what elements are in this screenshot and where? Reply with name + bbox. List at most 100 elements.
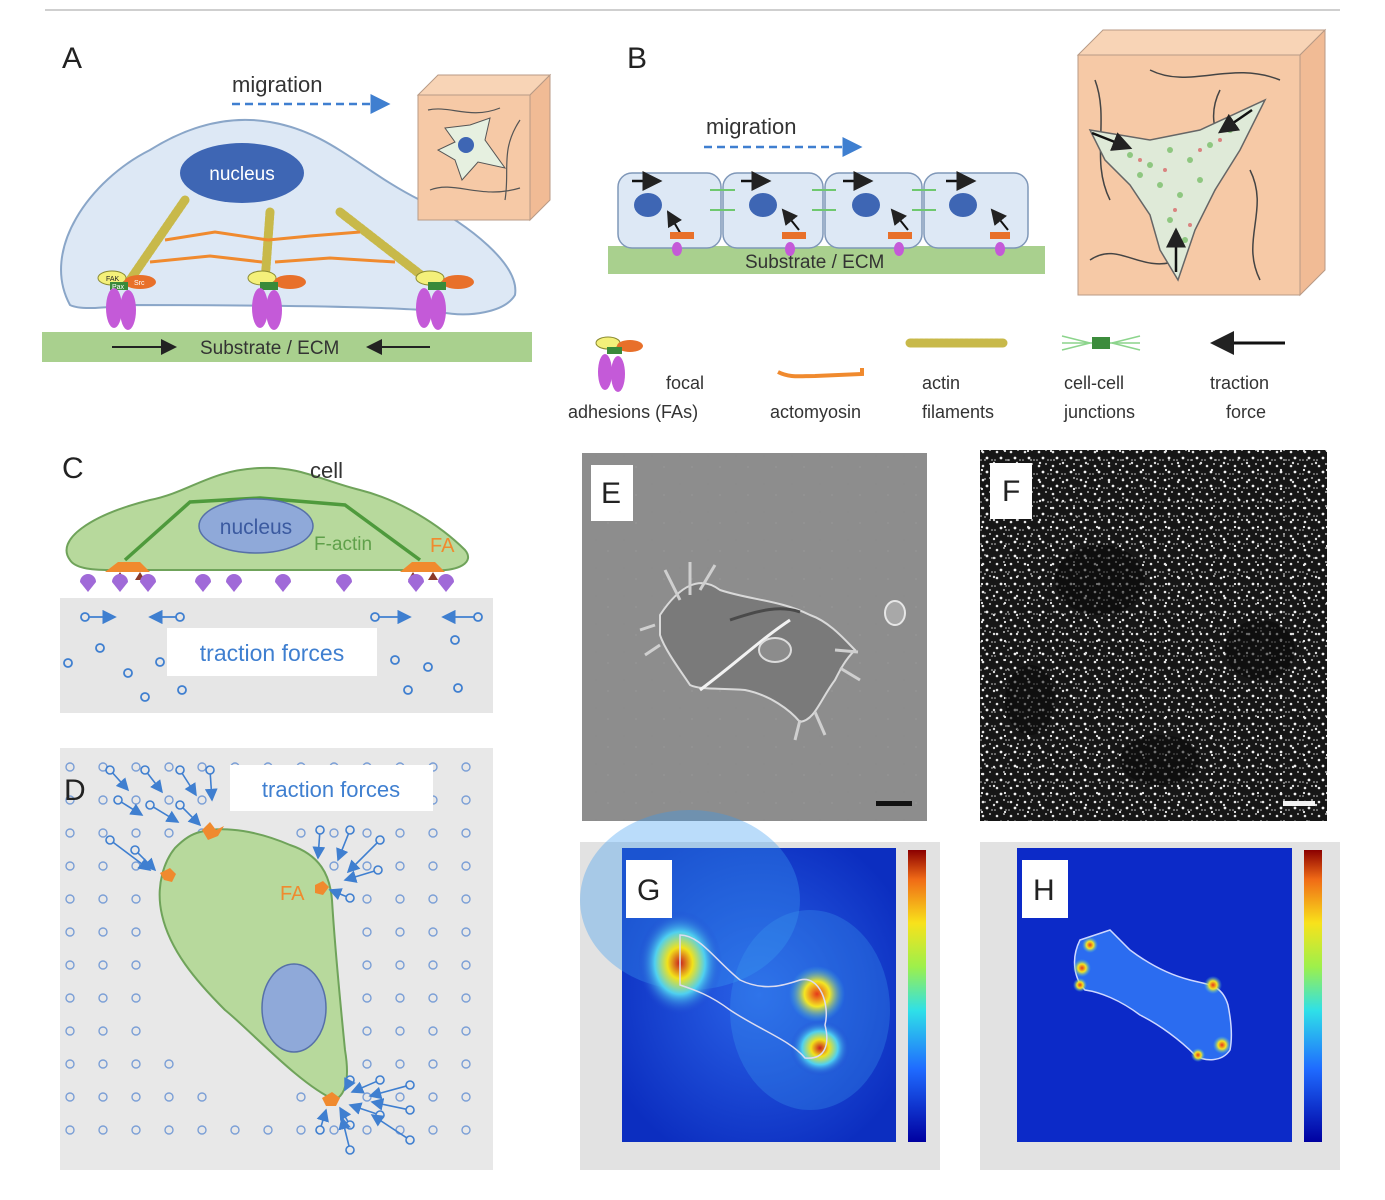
bead-marker xyxy=(428,1059,438,1069)
bead-marker xyxy=(131,1125,141,1135)
bead-marker xyxy=(296,1092,306,1102)
traction-arrow xyxy=(153,806,180,823)
bead-marker xyxy=(461,1026,471,1036)
legend-actin-line2: filaments xyxy=(922,402,994,422)
fa-label-pax: Pax xyxy=(112,284,125,291)
bead-marker xyxy=(164,1125,174,1135)
legend-focal-adhesions-icon xyxy=(595,336,643,392)
panel-d-bead-grid xyxy=(65,762,471,1135)
bead-marker xyxy=(98,1059,108,1069)
bead-marker xyxy=(362,1059,372,1069)
bead-origin xyxy=(373,865,383,875)
bead-marker xyxy=(131,894,141,904)
panel-c-label: C xyxy=(62,452,84,485)
bead-origin xyxy=(345,1145,355,1155)
traction-arrow xyxy=(120,801,144,816)
bead-marker xyxy=(461,861,471,871)
panel-e: E xyxy=(582,453,927,821)
legend-junctions-line1: cell-cell xyxy=(1064,373,1124,393)
bead-marker xyxy=(461,828,471,838)
panel-d-fa-label: FA xyxy=(280,883,305,905)
bead-marker xyxy=(362,894,372,904)
panel-f-dark-regions xyxy=(1005,545,1295,785)
panel-a-focal-adhesion-3 xyxy=(415,270,474,330)
panel-h-label: H xyxy=(1033,874,1055,907)
legend-actomyosin-icon xyxy=(777,368,864,379)
bead-marker xyxy=(131,1092,141,1102)
bead-marker xyxy=(263,1125,273,1135)
bead-marker xyxy=(461,762,471,772)
bead-marker xyxy=(329,828,339,838)
panel-a-nucleus xyxy=(180,143,304,203)
panel-g-hotspot-2 xyxy=(789,966,845,1022)
bead-marker xyxy=(65,795,75,805)
bead-marker xyxy=(131,1026,141,1036)
panel-e-label-box xyxy=(591,465,633,521)
panel-e-scalebar xyxy=(876,801,912,806)
bead-marker xyxy=(197,762,207,772)
bead-marker xyxy=(131,993,141,1003)
bead-origin xyxy=(315,1125,325,1135)
panel-d: FA traction forces D xyxy=(60,748,493,1170)
traction-arrow xyxy=(328,888,347,901)
bead-marker xyxy=(164,1059,174,1069)
panel-c-ligands xyxy=(80,574,454,592)
bead-origin xyxy=(105,835,115,845)
bead-marker xyxy=(395,1092,405,1102)
bead-marker xyxy=(65,762,75,772)
bead-marker xyxy=(65,1092,75,1102)
panel-d-focal-adhesions xyxy=(160,822,340,1106)
bead-marker xyxy=(65,894,75,904)
legend-focal-line2: adhesions (FAs) xyxy=(568,402,698,422)
bead-marker xyxy=(296,1125,306,1135)
bead-marker xyxy=(362,1125,372,1135)
bead-marker xyxy=(65,927,75,937)
panel-c-cell-label: cell xyxy=(310,458,343,483)
bead-marker xyxy=(461,960,471,970)
bead-marker xyxy=(131,927,141,937)
legend-junctions-line2: junctions xyxy=(1063,402,1135,422)
panel-a-nucleus-label: nucleus xyxy=(209,164,275,185)
traction-arrow xyxy=(338,1116,351,1147)
panel-h-colorbar xyxy=(1304,850,1322,1142)
legend-traction-line1: traction xyxy=(1210,373,1269,393)
traction-arrow xyxy=(146,772,163,794)
panel-g-hotspot-3 xyxy=(790,1020,850,1076)
panel-e-cell xyxy=(639,562,906,741)
bead-marker xyxy=(98,960,108,970)
bead-marker xyxy=(230,1125,240,1135)
panel-a-3d-matrix-cube xyxy=(416,73,552,222)
fa-label-fak: FAK xyxy=(106,276,120,283)
legend-actin-line1: actin xyxy=(922,373,960,393)
panel-b-label: B xyxy=(627,42,647,75)
bead-marker xyxy=(65,1125,75,1135)
panel-b-cell-4 xyxy=(923,171,1029,256)
bead-marker xyxy=(98,1026,108,1036)
bead-marker xyxy=(65,1026,75,1036)
bead-marker xyxy=(461,1092,471,1102)
bead-marker xyxy=(395,1026,405,1036)
panel-d-traction-label: traction forces xyxy=(262,777,400,802)
panel-c-factin-label: F-actin xyxy=(314,534,372,555)
traction-arrow xyxy=(370,1114,408,1139)
bead-marker xyxy=(395,960,405,970)
bead-origin xyxy=(375,835,385,845)
legend-focal-line1: focal xyxy=(666,373,704,393)
panel-b-substrate-label: Substrate / ECM xyxy=(745,252,884,273)
panel-b: B migration Substrate / ECM xyxy=(608,28,1327,297)
traction-arrow xyxy=(312,833,326,860)
bead-origin xyxy=(345,825,355,835)
bead-marker xyxy=(461,795,471,805)
bead-marker xyxy=(461,993,471,1003)
bead-marker xyxy=(395,828,405,838)
legend-actomyosin-label: actomyosin xyxy=(770,402,861,422)
legend: focal adhesions (FAs) actomyosin actin f… xyxy=(568,331,1285,422)
bead-marker xyxy=(428,1026,438,1036)
bead-origin xyxy=(405,1080,415,1090)
panel-b-cell-junctions xyxy=(710,189,936,211)
bead-origin xyxy=(175,800,185,810)
bead-origin xyxy=(345,893,355,903)
panel-c-factin xyxy=(123,496,422,562)
bead-origin xyxy=(140,765,150,775)
panel-a-migration-label: migration xyxy=(232,72,322,97)
